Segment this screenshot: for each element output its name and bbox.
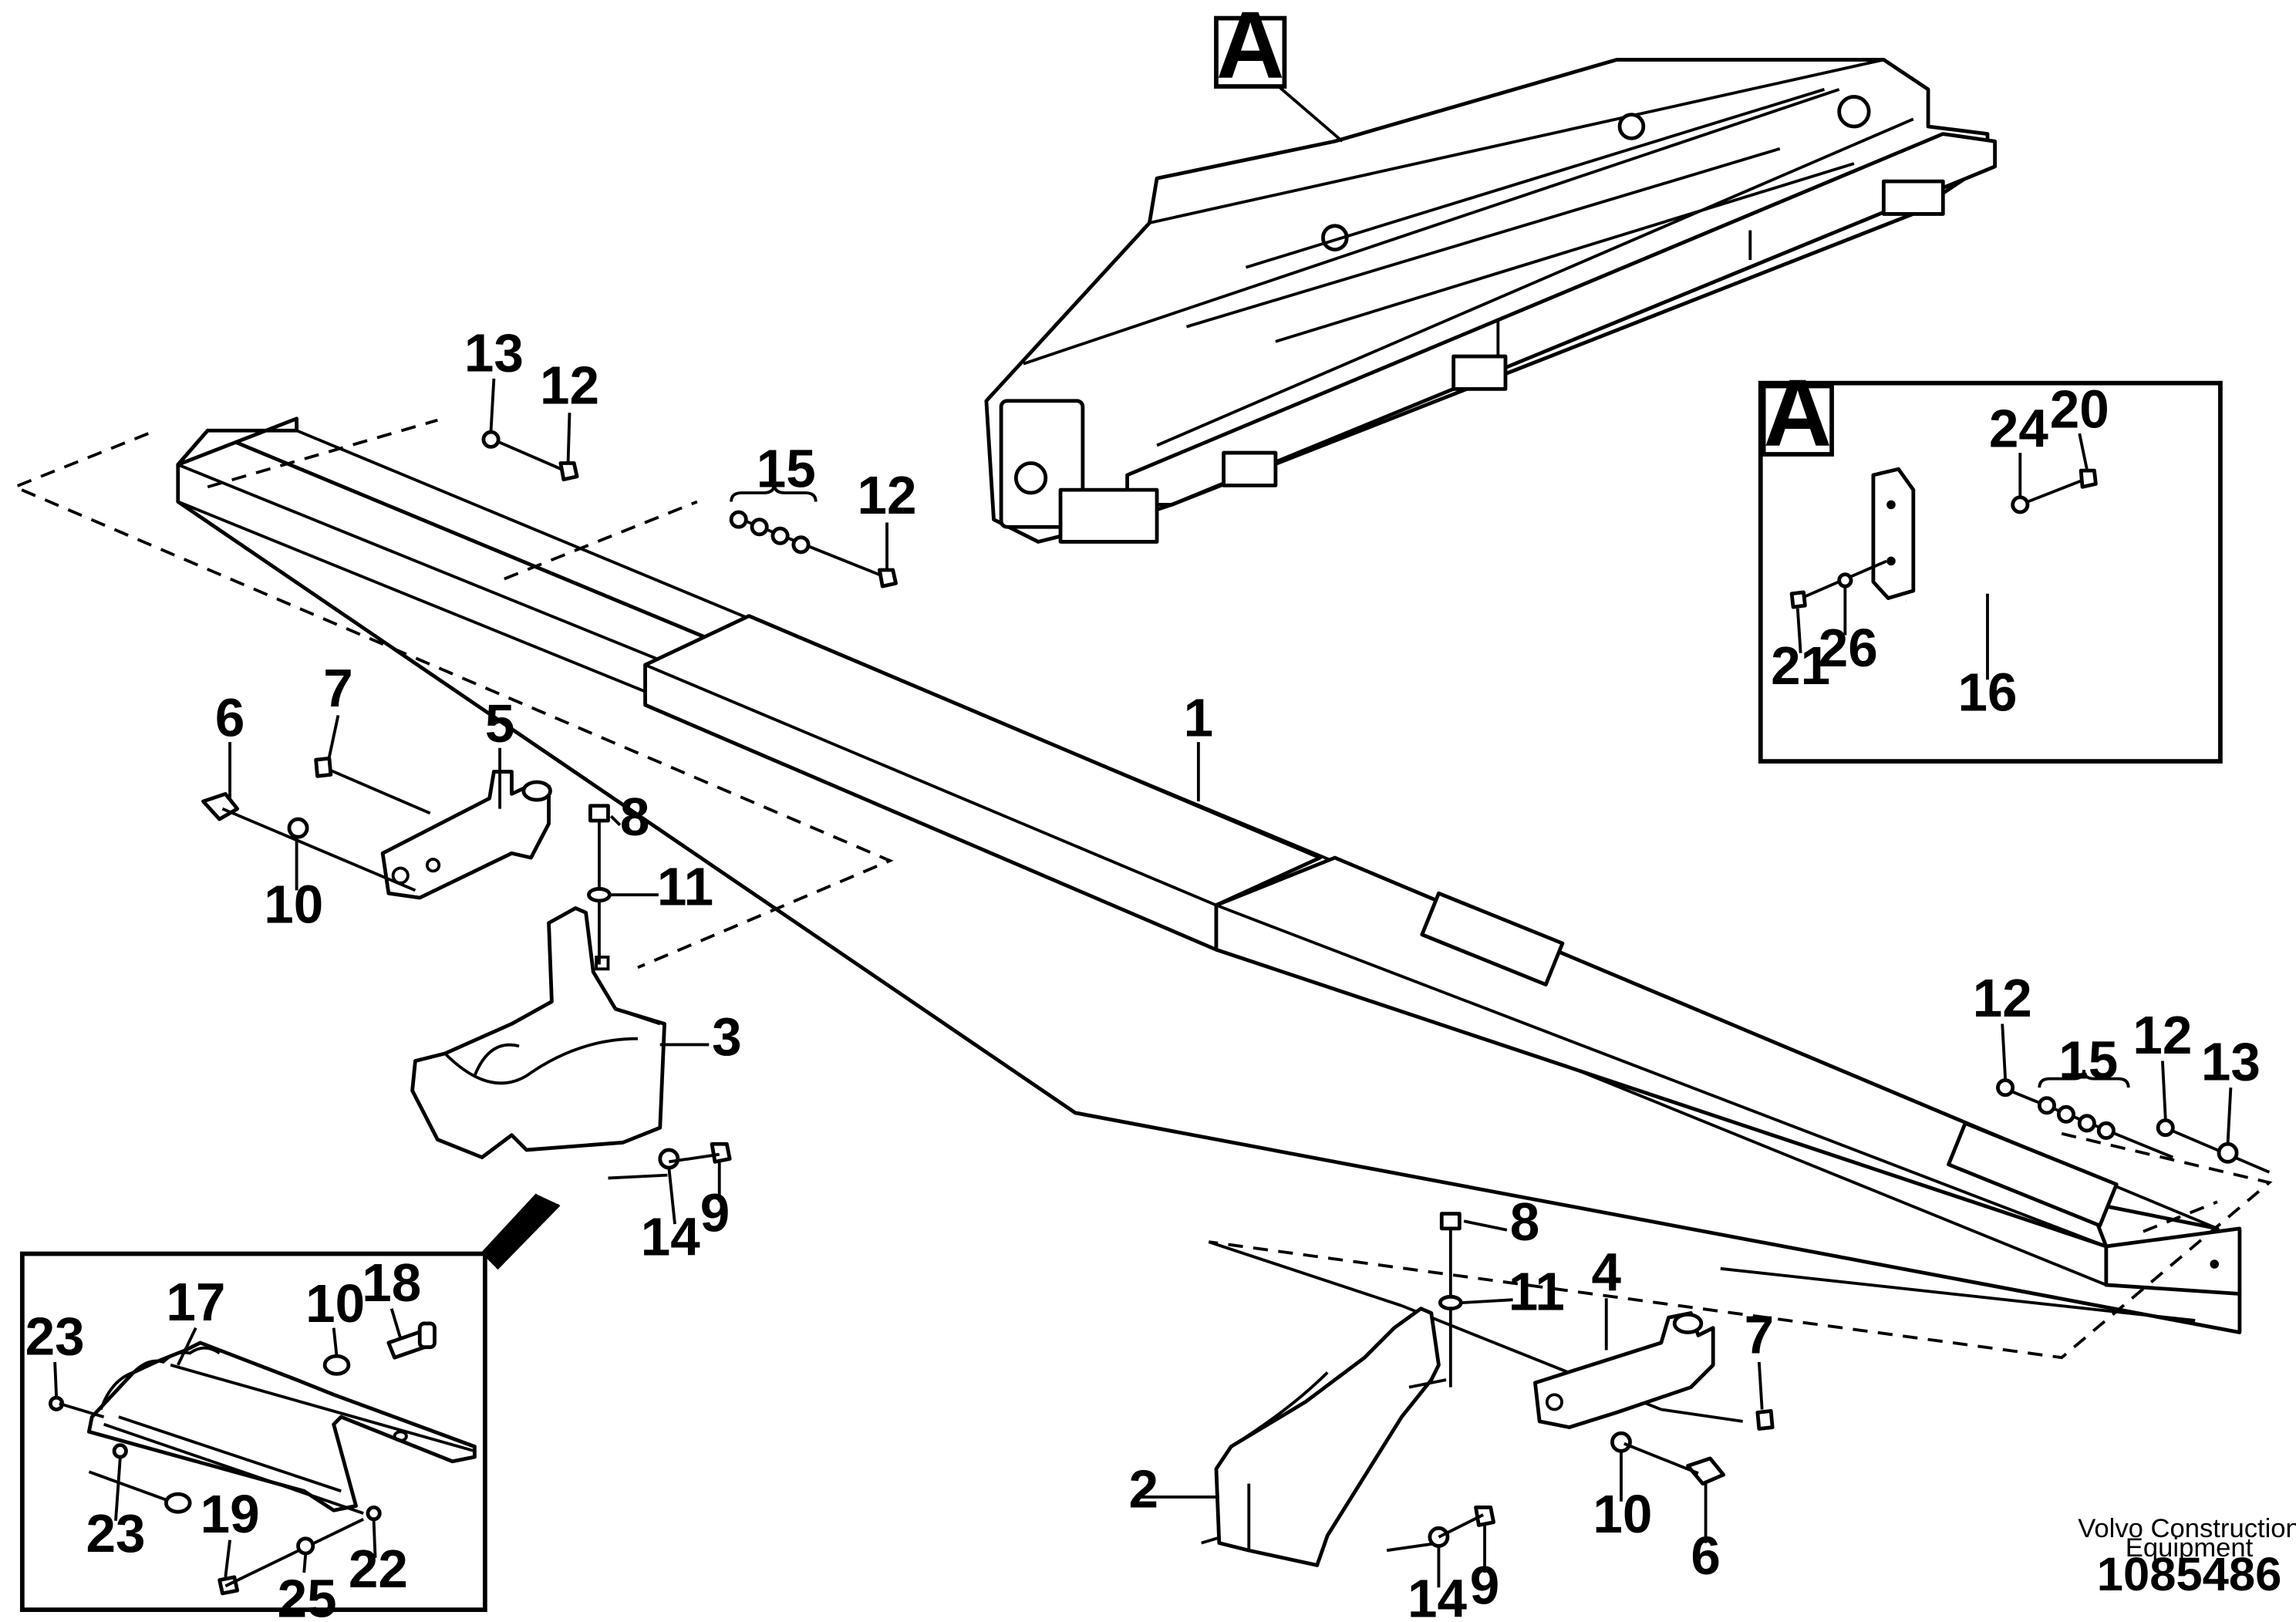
callout-10-inset: 10 [305, 1273, 365, 1334]
callout-7-right: 7 [1745, 1304, 1775, 1364]
callout-8-left: 8 [620, 787, 650, 847]
callout-20: 20 [2050, 379, 2109, 439]
callout-11-left: 11 [657, 857, 713, 917]
callout-14-left: 14 [641, 1206, 700, 1266]
callout-6-right: 6 [1691, 1526, 1721, 1586]
callout-12-top-b: 12 [858, 465, 917, 525]
callout-10-left: 10 [264, 875, 323, 935]
callout-10-right: 10 [1593, 1484, 1652, 1544]
callout-12-top-a: 12 [540, 356, 599, 416]
brand-line-1: Volvo Construction [2078, 1514, 2296, 1543]
callout-19: 19 [201, 1484, 260, 1544]
callout-9-right: 9 [1470, 1555, 1500, 1615]
callout-labels: 1 2 3 4 5 6 6 7 7 8 8 9 9 10 10 10 11 11… [25, 322, 2261, 1622]
callout-7-left: 7 [323, 658, 353, 718]
leader-lines [53, 378, 2233, 1588]
callout-23-bottom: 23 [86, 1503, 146, 1563]
callout-23-top: 23 [25, 1306, 85, 1366]
detail-inset-step [19, 1193, 561, 1612]
callout-11-right: 11 [1509, 1262, 1565, 1322]
callout-16: 16 [1957, 663, 2017, 723]
view-label-a-inset-text: A [1763, 360, 1832, 466]
top-hardware [481, 430, 898, 588]
callout-8-right: 8 [1510, 1192, 1540, 1252]
callout-9-left: 9 [700, 1183, 730, 1243]
detail-inset-a: A [1758, 360, 2223, 764]
callout-24: 24 [1989, 398, 2048, 458]
callout-3: 3 [712, 1007, 742, 1067]
callout-5: 5 [485, 693, 515, 754]
brand-line-2: Equipment [2126, 1533, 2254, 1563]
callout-12-right-b: 12 [2132, 1005, 2192, 1065]
view-label-a: A [1214, 0, 1344, 143]
callout-4: 4 [1591, 1243, 1621, 1303]
right-step-assembly [1214, 1212, 1775, 1567]
callout-22: 22 [349, 1539, 408, 1599]
callout-18: 18 [362, 1253, 421, 1313]
machine-overview [984, 58, 1998, 544]
callout-25: 25 [278, 1569, 337, 1622]
left-step-assembly [201, 756, 732, 1170]
callout-14-right: 14 [1408, 1569, 1467, 1622]
callout-6-left: 6 [215, 687, 245, 747]
callout-26: 26 [1819, 618, 1878, 678]
callout-2: 2 [1128, 1458, 1158, 1519]
callout-15-top: 15 [757, 438, 816, 498]
view-label-a-text: A [1216, 0, 1285, 99]
callout-13-right: 13 [2201, 1032, 2261, 1092]
callout-17: 17 [166, 1272, 225, 1332]
callout-12-right-a: 12 [1973, 968, 2032, 1028]
footer: Volvo Construction Equipment 1085486 [2078, 1514, 2296, 1601]
callout-15-right: 15 [2058, 1030, 2118, 1091]
callout-13-top: 13 [464, 322, 524, 383]
right-hardware [1996, 1069, 2271, 1174]
callout-1: 1 [1184, 687, 1214, 747]
callout-21: 21 [1771, 636, 1830, 696]
document-number: 1085486 [2097, 1548, 2282, 1601]
main-beam [176, 416, 2242, 1334]
